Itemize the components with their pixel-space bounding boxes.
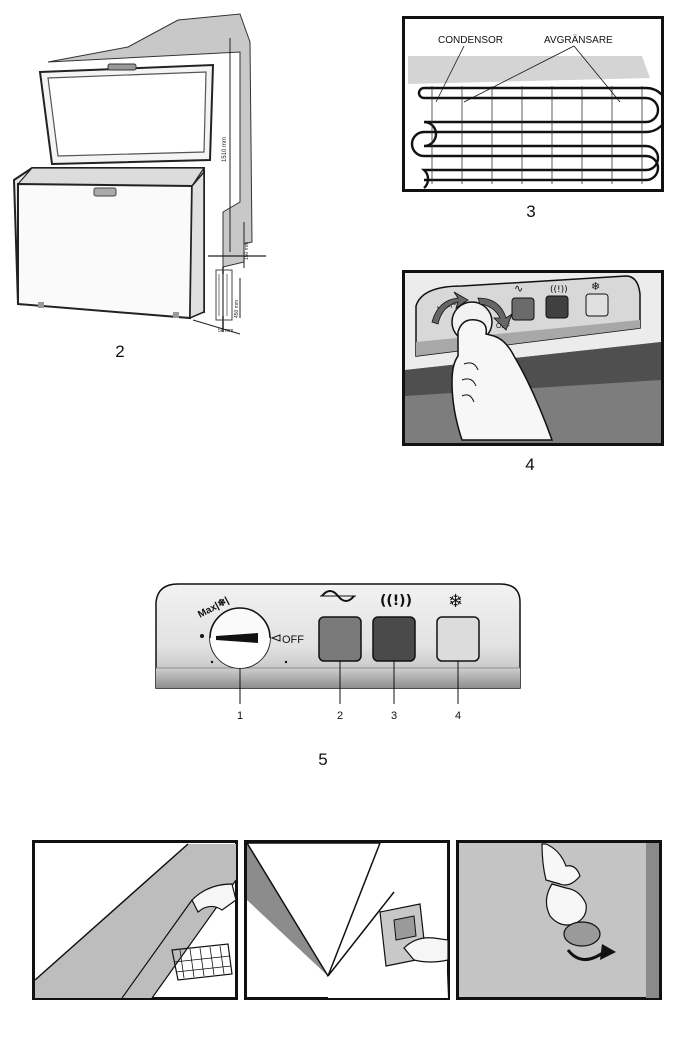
indicator-label-1: 1 — [236, 710, 244, 722]
figure-2-number: 2 — [115, 342, 125, 361]
indicator-label-3: 3 — [390, 710, 398, 722]
bottom-panel-1-basket — [32, 840, 238, 1000]
bottom-panel-2-lid — [244, 840, 450, 1000]
snowflake-icon: ❄ — [448, 591, 463, 612]
figure-4-number: 4 — [525, 455, 535, 474]
figure-5-number: 5 — [318, 750, 328, 769]
bottom-panel-3-drain — [456, 840, 662, 1000]
figure-3-condensor: CONDENSOR AVGRÄNSARE — [402, 16, 664, 192]
label-avgransare: AVGRÄNSARE — [544, 34, 613, 46]
figure-2-freezer-installation: 1510 mm 150 mm 450 mm 50 mm — [12, 13, 266, 335]
lamp-3 — [372, 616, 416, 662]
dim-vent-label: 450 mm — [234, 300, 240, 318]
figure-4-dial-turning: ∿ ((!)) ❄ Max|❄| OFF — [402, 270, 664, 446]
label-condensor: CONDENSOR — [438, 35, 503, 46]
dim-gap-bottom-label: 50 mm — [218, 328, 233, 334]
figure-3-number: 3 — [526, 202, 536, 221]
indicator-label-2: 2 — [336, 710, 344, 722]
alarm-icon: ((!)) — [380, 593, 412, 609]
figure-5-control-panel: Max|❄| OFF ((!)) ❄ — [155, 583, 521, 704]
svg-text:((!)): ((!)) — [550, 285, 568, 295]
dim-height-label: 1510 mm — [222, 137, 228, 162]
fig5-dial-off-label: OFF — [282, 634, 304, 646]
lamp-4 — [436, 616, 480, 662]
svg-text:❄: ❄ — [591, 280, 600, 293]
lamp-2 — [318, 616, 362, 662]
indicator-label-4: 4 — [454, 710, 462, 722]
svg-text:∿: ∿ — [514, 282, 523, 295]
dim-gap-top-label: 150 mm — [244, 242, 250, 260]
